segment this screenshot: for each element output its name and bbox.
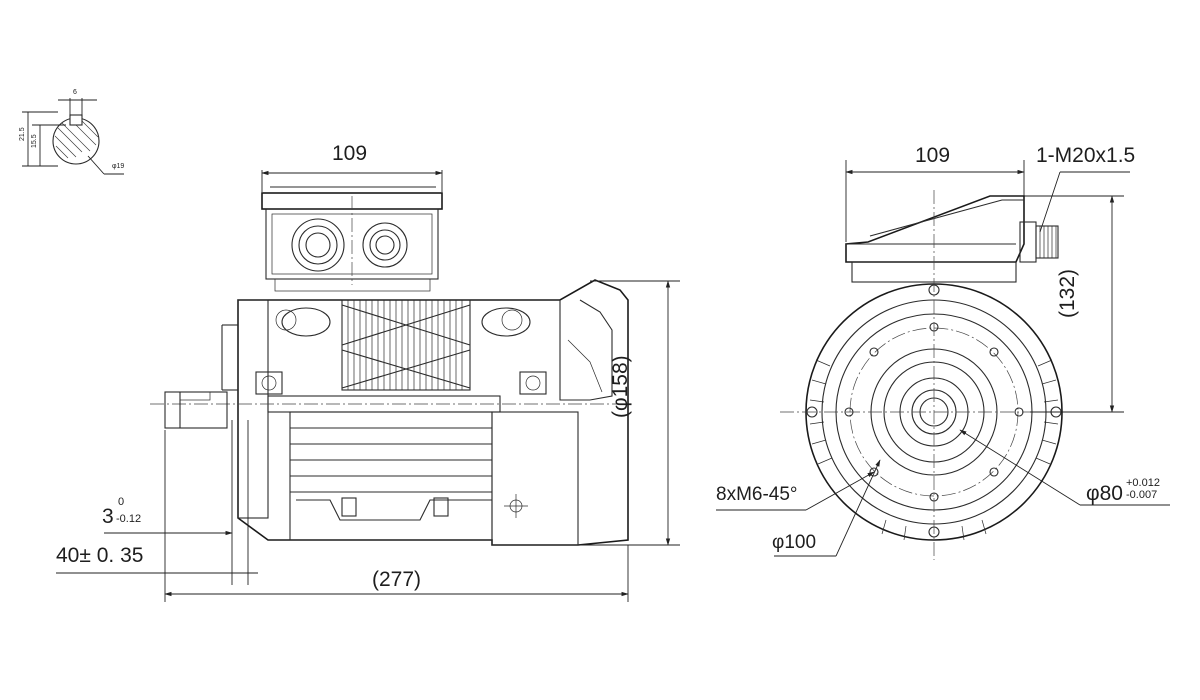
cable-gland-left [291, 218, 345, 272]
shaft-diameter-label: φ19 [112, 163, 124, 170]
overall-length-label: (277) [372, 568, 421, 591]
spigot-diameter-upper-tol: +0.012 [1126, 477, 1160, 489]
flange-holes-label: 8xM6-45° [716, 484, 798, 505]
dimension-labels: 109 109 1-M20x1.5 (132) (φ158) (277) 40±… [56, 142, 1160, 591]
side-view [56, 170, 680, 602]
center-height-label: (132) [1056, 269, 1079, 318]
cable-thread-label: 1-M20x1.5 [1036, 144, 1135, 167]
side-width-label: 109 [332, 142, 367, 165]
terminal-box-end [845, 195, 1059, 283]
end-view-dimensions [716, 160, 1170, 557]
shaft-key-section-detail: 6 21.5 15.5 φ19 [19, 89, 124, 175]
motor-end-face [780, 190, 1090, 560]
motor-housing-side [150, 279, 632, 546]
shaft-length-label: 40± 0. 35 [56, 544, 143, 567]
spigot-depth-label: 3 [102, 505, 114, 528]
pitch-circle-label: φ100 [772, 532, 816, 553]
spigot-diameter-dimension: φ80 +0.012 -0.007 [1086, 477, 1160, 505]
end-view [716, 160, 1170, 560]
key-height-label: 21.5 [19, 127, 26, 141]
spigot-depth-lower-tol: -0.12 [116, 513, 141, 525]
end-width-label: 109 [915, 144, 950, 167]
key-width-label: 6 [73, 89, 77, 96]
side-view-dimensions [56, 170, 680, 602]
spigot-depth-dimension: 3 0 -0.12 [102, 496, 141, 528]
cable-gland-right [362, 222, 408, 268]
housing-diameter-label: (φ158) [609, 355, 632, 418]
terminal-box-side [261, 186, 443, 292]
spigot-diameter-label: φ80 [1086, 482, 1123, 505]
key-depth-label: 15.5 [31, 134, 38, 148]
spigot-diameter-lower-tol: -0.007 [1126, 489, 1157, 501]
spigot-depth-upper-tol: 0 [118, 496, 124, 508]
